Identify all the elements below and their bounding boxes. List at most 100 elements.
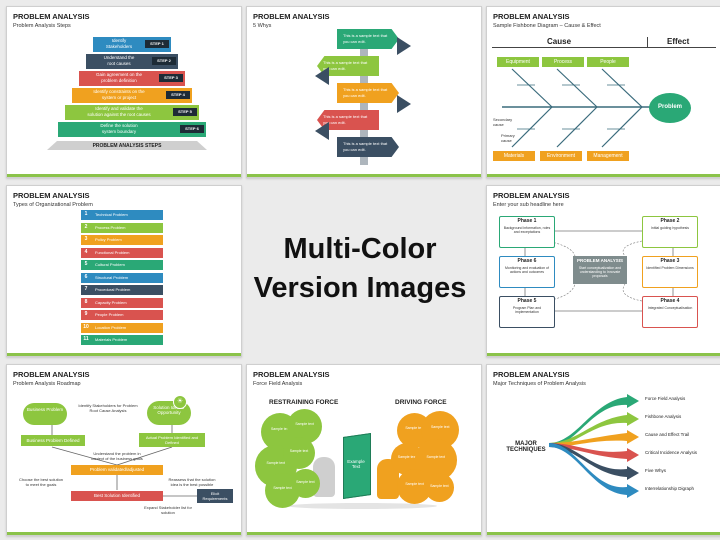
- step-tier-6[interactable]: [58, 122, 206, 137]
- type-number: 1: [84, 211, 88, 217]
- technique-band-3: [549, 433, 627, 447]
- type-row-5[interactable]: [81, 260, 163, 270]
- type-label: Cultural Problem: [95, 262, 125, 267]
- phase-box-3[interactable]: [642, 256, 698, 288]
- signpost-text-line-1: This is a sample text that: [343, 141, 388, 146]
- identify-stakeholders-text: Identify Stakeholders for Problem Root C…: [78, 403, 138, 413]
- card-analysis-steps[interactable]: PROBLEM ANALYSIS Problem Analysis Steps …: [6, 6, 242, 178]
- phase-description: Identified Problem Dimensions: [646, 266, 694, 270]
- type-label: Location Problem: [95, 324, 127, 330]
- card-major-techniques[interactable]: PROBLEM ANALYSIS Major Techniques of Pro…: [486, 364, 720, 536]
- type-label: Policy Problem: [95, 237, 122, 242]
- card-accent-bar: [487, 174, 720, 177]
- step-tier-3[interactable]: [79, 71, 185, 86]
- technique-label-2[interactable]: Fishbone Analysis: [645, 414, 682, 419]
- cause-header: Cause: [547, 37, 572, 46]
- phase-description: Monitoring and evaluation of actions and…: [505, 266, 549, 274]
- step-tier-4[interactable]: [72, 88, 192, 103]
- card-title: PROBLEM ANALYSIS: [13, 12, 90, 21]
- step-badge: STEP 2: [152, 57, 176, 65]
- signpost-text-line-2: you can edit.: [343, 39, 366, 44]
- card-force-field[interactable]: PROBLEM ANALYSIS Force Field Analysis RE…: [246, 364, 482, 536]
- header-divider: [647, 37, 648, 48]
- type-label: Materials Problem: [95, 337, 128, 342]
- type-row-7[interactable]: [81, 285, 163, 295]
- arrow-right-icon[interactable]: [397, 95, 411, 113]
- type-row-1[interactable]: [81, 210, 163, 220]
- card-accent-bar: [7, 353, 241, 356]
- type-label: Functional Problem: [95, 249, 130, 255]
- signpost-sign-4[interactable]: [317, 110, 379, 130]
- card-phases[interactable]: PROBLEM ANALYSIS Enter your sub headline…: [486, 185, 720, 357]
- technique-label-4[interactable]: Critical Incidence Analysis: [645, 450, 698, 455]
- driving-circle-6: [425, 473, 454, 502]
- center-title-line-1: Multi-Color: [283, 233, 437, 265]
- card-title: PROBLEM ANALYSIS: [253, 12, 330, 21]
- type-number: 6: [84, 273, 88, 280]
- step-text-line-1: Define the solution: [100, 123, 138, 128]
- driving-circle-text: Sample text: [426, 454, 446, 459]
- cloud-left-label: Business Problem: [26, 407, 64, 412]
- arrow-right-icon[interactable]: [397, 37, 411, 55]
- technique-label-3[interactable]: Cause and Effect Trail: [645, 432, 690, 437]
- type-row-4[interactable]: [81, 247, 163, 258]
- signpost-sign-2[interactable]: [317, 56, 379, 76]
- signpost-sign-5[interactable]: [337, 137, 399, 157]
- card-accent-bar: [247, 174, 481, 177]
- step-tier-5[interactable]: [65, 105, 199, 120]
- signpost-text-line-1: This is a sample text that: [323, 114, 368, 119]
- phase-description: Program Plan and implementation: [512, 306, 542, 314]
- technique-band-2: [549, 415, 627, 447]
- type-number: 9: [84, 311, 88, 317]
- understand-text: Understand the problem in context of the…: [91, 451, 143, 461]
- phase-description: Initial guiding hypothesis: [650, 226, 690, 230]
- primary-cause-label: Primary cause: [501, 133, 515, 143]
- technique-label-6[interactable]: Interrelationship Digraph: [645, 486, 695, 491]
- technique-label-1[interactable]: Force Field Analysis: [645, 396, 686, 401]
- type-number: 4: [84, 248, 88, 255]
- step-text-line-1: Understand the: [103, 55, 135, 60]
- type-label: Process Problem: [95, 224, 126, 230]
- defined-right-label: Actual Problem Identified and Defined: [145, 435, 199, 445]
- step-text-line-2: system boundary: [101, 129, 137, 134]
- card-title: PROBLEM ANALYSIS: [13, 191, 90, 200]
- card-problem-types[interactable]: PROBLEM ANALYSIS Types of Organizational…: [6, 185, 242, 357]
- card-accent-bar: [247, 532, 481, 535]
- type-row-11[interactable]: [81, 335, 163, 345]
- driving-circle-text: Sample text: [430, 483, 449, 488]
- card-subtitle: Major Techniques of Problem Analysis: [493, 381, 586, 387]
- elicit-box: [197, 489, 233, 503]
- card-title: PROBLEM ANALYSIS: [13, 370, 90, 379]
- technique-band-6: [549, 443, 627, 495]
- card-accent-bar: [7, 174, 241, 177]
- card-subtitle: Types of Organizational Problem: [13, 202, 93, 208]
- card-fishbone[interactable]: PROBLEM ANALYSIS Sample Fishbone Diagram…: [486, 6, 720, 178]
- type-label: Structural Problem: [95, 274, 129, 280]
- card-roadmap[interactable]: PROBLEM ANALYSIS Problem Analysis Roadma…: [6, 364, 242, 536]
- type-row-2[interactable]: [81, 222, 163, 233]
- steps-caption: PROBLEM ANALYSIS STEPS: [92, 143, 162, 149]
- type-row-3[interactable]: [81, 235, 163, 245]
- step-text-line-2: root causes: [107, 61, 131, 66]
- phase-box-2[interactable]: [642, 216, 698, 248]
- choose-text: Choose the best solution to meet the goa…: [18, 477, 64, 487]
- secondary-cause-label: Secondary cause: [493, 117, 513, 127]
- phase-box-6[interactable]: [499, 256, 555, 288]
- step-text-line-1: Identify constraints on the: [93, 89, 145, 94]
- type-row-8[interactable]: [81, 297, 163, 308]
- step-badge: STEP 1: [145, 40, 169, 48]
- signpost-text-line-2: you can edit.: [343, 93, 366, 98]
- card-five-whys[interactable]: PROBLEM ANALYSIS 5 Whys This is a sample…: [246, 6, 482, 178]
- phase-box-5[interactable]: [499, 296, 555, 328]
- type-row-10[interactable]: [81, 322, 163, 333]
- technique-label-5[interactable]: Five Whys: [645, 468, 667, 473]
- signpost-sign-1[interactable]: [337, 29, 399, 49]
- type-row-9[interactable]: [81, 310, 163, 320]
- step-text-line-2: problem definition: [101, 78, 137, 83]
- signpost-sign-3[interactable]: [337, 83, 399, 103]
- step-badge: STEP 6: [180, 125, 204, 133]
- phase-box-4[interactable]: [642, 296, 698, 328]
- fishbone-bottom-label-1: Materials: [493, 151, 535, 161]
- type-row-6[interactable]: [81, 272, 163, 283]
- phase-box-1[interactable]: [499, 216, 555, 248]
